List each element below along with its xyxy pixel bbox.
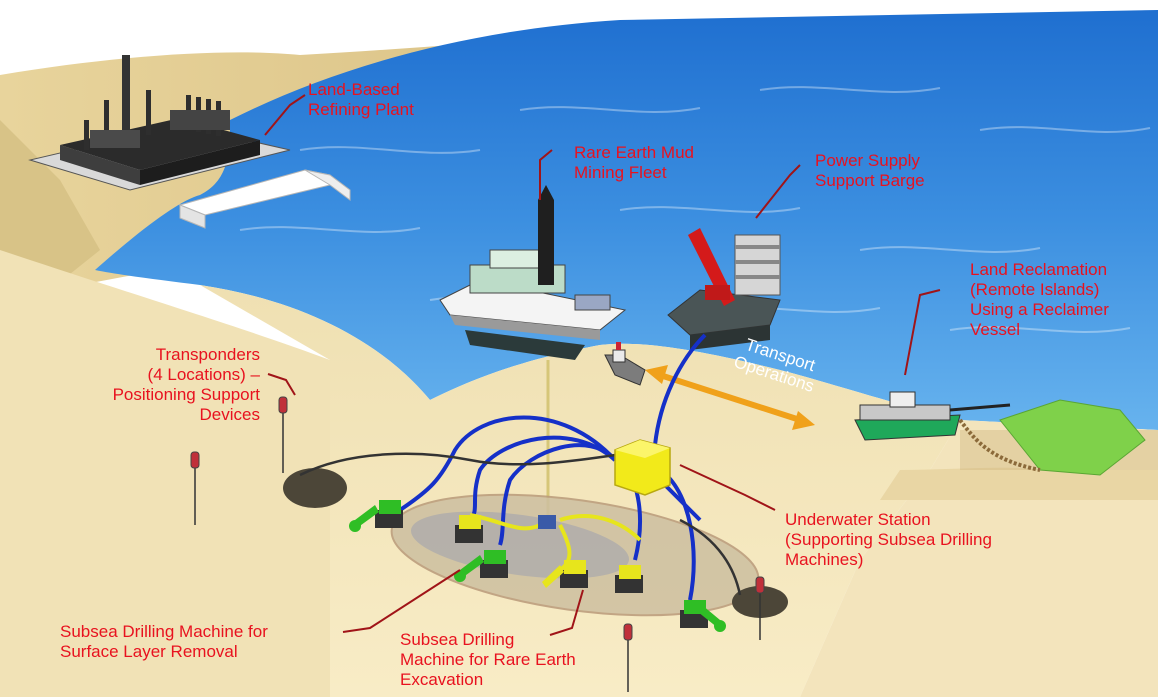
refining-plant-label: Land-Based Refining Plant xyxy=(308,80,414,119)
transport-arrow xyxy=(645,365,815,430)
underwater-station-label: Underwater Station (Supporting Subsea Dr… xyxy=(785,510,992,569)
rare-earth-drill-machines xyxy=(455,515,643,593)
rare-earth-drill-label: Subsea Drilling Machine for Rare Earth E… xyxy=(400,630,576,689)
reclaimer-vessel xyxy=(854,391,1011,441)
refining-plant-drawing xyxy=(28,55,291,191)
reclaimed-land xyxy=(958,399,1146,476)
mining-fleet-ship xyxy=(439,185,627,360)
transponder-poles xyxy=(190,396,765,692)
land-reclamation-label: Land Reclamation (Remote Islands) Using … xyxy=(970,260,1109,339)
pier xyxy=(178,169,351,229)
mining-fleet-label: Rare Earth Mud Mining Fleet xyxy=(574,143,694,182)
sea-surface xyxy=(95,10,1158,430)
tug-boat xyxy=(604,342,646,386)
power-barge-label: Power Supply Support Barge xyxy=(815,151,925,190)
anchor-pod-left xyxy=(283,468,347,508)
surface-layer-drill-machines xyxy=(349,500,726,632)
transponders-label: Transponders (4 Locations) – Positioning… xyxy=(112,345,260,424)
power-supply-barge xyxy=(667,228,781,350)
underwater-station xyxy=(614,439,671,496)
surface-drill-label: Subsea Drilling Machine for Surface Laye… xyxy=(60,622,268,661)
dark-cables xyxy=(299,452,742,596)
leader-lines xyxy=(264,94,941,636)
